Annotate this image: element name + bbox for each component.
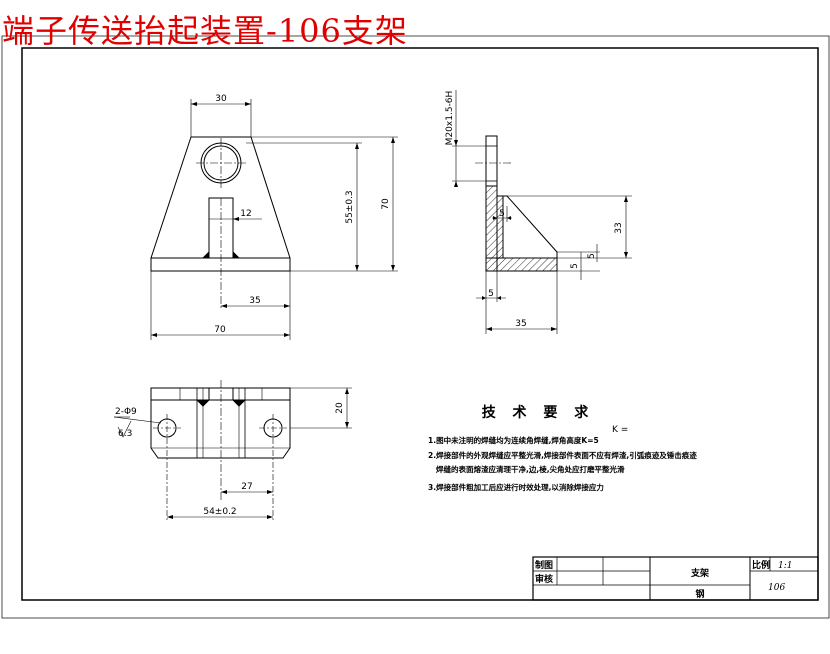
dim-12: 12	[240, 209, 251, 219]
tech-line-3: 3.焊接部件粗加工后应进行时效处理,以消除焊接应力	[428, 482, 604, 492]
titleblock-scale: 1:1	[778, 561, 792, 571]
dim-30: 30	[215, 94, 227, 104]
dim-side-5-d: 5	[488, 289, 494, 299]
dim-20: 20	[335, 402, 345, 414]
front-outline	[150, 136, 291, 272]
titleblock-number: 106	[768, 583, 785, 593]
side-base	[485, 257, 558, 272]
top-view	[113, 380, 352, 520]
dim-side-35: 35	[515, 319, 526, 329]
side-plate-hatch	[485, 185, 498, 259]
inner-frame	[21, 47, 819, 601]
tech-k: K =	[612, 425, 628, 435]
tech-line-2: 2.焊接部件的外观焊缝应平整光滑,焊接部件表面不应有焊渣,引弧痕迹及锤击痕迹	[428, 450, 697, 460]
drawing-title: 端子传送抬起装置-106支架	[2, 12, 408, 50]
tech-line-1: 1.图中未注明的焊缝均为连续角焊缝,焊角高度K=5	[428, 435, 599, 445]
side-view	[452, 90, 632, 334]
dim-70-horizontal: 70	[214, 325, 226, 335]
tech-line-2b: 焊缝的表面熔渣应清理干净,边,棱,尖角处应打磨平整光滑	[436, 464, 625, 474]
dim-35: 35	[249, 296, 260, 306]
titleblock-checked: 审核	[535, 573, 553, 585]
dim-holes: 2-Φ9	[115, 407, 137, 417]
dim-70-vertical: 70	[381, 198, 391, 210]
titleblock-scale-label: 比例	[752, 559, 770, 571]
weld-mark-left	[201, 250, 210, 259]
top-outline	[150, 387, 291, 459]
side-rib	[496, 195, 558, 259]
dim-54: 54±0.2	[203, 507, 236, 517]
dim-side-5-a: 5	[499, 209, 505, 219]
dim-side-5-c: 5	[587, 253, 597, 259]
dim-roughness: 6.3	[118, 429, 132, 439]
dim-33: 33	[614, 222, 624, 233]
titleblock-part: 支架	[690, 567, 709, 579]
dim-27: 27	[241, 482, 252, 492]
outer-frame	[1, 35, 830, 619]
dim-55: 55±0.3	[345, 190, 355, 223]
titleblock-material: 钢	[695, 588, 704, 600]
titleblock-drawn: 制图	[535, 559, 553, 571]
front-view	[150, 99, 398, 340]
title-block	[532, 556, 819, 601]
tech-title: 技 术 要 求	[482, 404, 595, 421]
weld-mark-right	[232, 250, 241, 259]
dim-side-5-b: 5	[570, 263, 580, 269]
dim-thread: M20x1.5-6H	[445, 91, 455, 146]
